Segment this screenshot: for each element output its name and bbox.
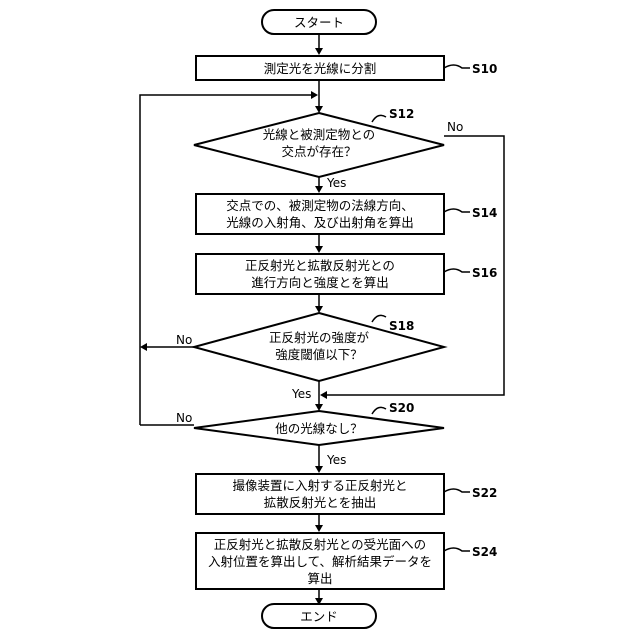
s16-leader (444, 269, 470, 272)
s18-yes-label: Yes (291, 387, 311, 401)
arrowhead (320, 391, 327, 399)
step-label-s16: S16 (472, 266, 497, 280)
s20-no-label: No (176, 411, 192, 425)
s18-text-line-1: 正反射光の強度が (269, 330, 370, 345)
s24-text-line-1: 正反射光と拡散反射光との受光面への (214, 537, 426, 552)
s14-text-line-1: 交点での、被測定物の法線方向、 (226, 198, 414, 213)
arrowhead (315, 525, 323, 532)
s24-leader (444, 548, 470, 551)
s22-text-line-1: 撮像装置に入射する正反射光と (232, 478, 407, 493)
arrowhead (315, 246, 323, 253)
s20-yes-label: Yes (326, 453, 346, 467)
s18-leader (372, 315, 386, 322)
arrowhead (140, 343, 147, 351)
end-label: エンド (300, 609, 338, 624)
s20-leader (372, 407, 386, 414)
s14-leader (444, 209, 470, 212)
s12-leader (372, 115, 386, 122)
arrowhead (315, 306, 323, 313)
arrowhead (315, 466, 323, 473)
step-label-s22: S22 (472, 486, 497, 500)
s12-text-line-1: 光線と被測定物との (263, 127, 375, 142)
s18-text-line-2: 強度閾値以下？ (275, 347, 363, 362)
arrowhead (315, 186, 323, 193)
step-label-s20: S20 (389, 401, 414, 415)
s16-text-line-1: 正反射光と拡散反射光との (245, 258, 395, 273)
step-label-s24: S24 (472, 545, 497, 559)
step-label-s12: S12 (389, 107, 414, 121)
step-label-s10: S10 (472, 62, 497, 76)
arrowhead (315, 48, 323, 55)
s22-leader (444, 489, 470, 492)
step-label-s14: S14 (472, 206, 497, 220)
s20-text-line-1: 他の光線なし？ (275, 421, 363, 436)
arrowhead (311, 91, 318, 99)
step-label-s18: S18 (389, 319, 414, 333)
s24-text-line-2: 入射位置を算出して、解析結果データを (208, 554, 432, 569)
s16-text-line-2: 進行方向と強度とを算出 (251, 275, 389, 290)
s18-no-label: No (176, 333, 192, 347)
s10-text-line-1: 測定光を光線に分割 (264, 61, 377, 76)
arrowhead (315, 106, 323, 113)
s24-text-line-3: 算出 (307, 571, 332, 586)
start-label: スタート (294, 15, 344, 30)
s10-leader (444, 65, 470, 68)
s12-text-line-2: 交点が存在？ (281, 144, 356, 159)
s22-text-line-2: 拡散反射光とを抽出 (264, 495, 377, 510)
s12-yes-label: Yes (326, 176, 346, 190)
s14-text-line-2: 光線の入射角、及び出射角を算出 (226, 215, 414, 230)
arrowhead (315, 404, 323, 411)
s12-no-label: No (447, 120, 463, 134)
